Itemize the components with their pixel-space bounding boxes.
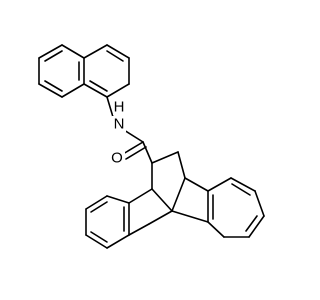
bond-c-o-double bbox=[125, 146, 147, 160]
bridge-group bbox=[151, 151, 186, 212]
bond-n-c bbox=[123, 129, 144, 143]
bond bbox=[151, 151, 179, 164]
bond-c-o bbox=[122, 141, 144, 155]
bond bbox=[83, 83, 108, 98]
nitrogen-label: N bbox=[114, 116, 125, 133]
bond bbox=[171, 210, 209, 223]
bond bbox=[61, 44, 85, 59]
bond-carbonyl-bridge bbox=[142, 141, 153, 164]
bond bbox=[254, 190, 265, 217]
bond bbox=[106, 234, 130, 249]
bond bbox=[85, 195, 108, 210]
structure-canvas: N H O bbox=[38, 44, 265, 249]
bond-double-inner bbox=[245, 215, 258, 232]
bond-double-inner bbox=[89, 80, 108, 92]
bond-double-inner bbox=[44, 50, 63, 62]
bond-double-inner bbox=[90, 231, 108, 243]
naphthalene-group bbox=[38, 44, 130, 98]
molecule-drawing: N H O bbox=[38, 44, 265, 249]
oxygen-label: O bbox=[111, 150, 123, 167]
bond bbox=[85, 234, 108, 249]
bond bbox=[106, 195, 130, 204]
bond bbox=[207, 221, 225, 238]
bond bbox=[38, 83, 63, 98]
right-benzene-ring bbox=[171, 177, 265, 238]
bond bbox=[177, 151, 186, 179]
bond-double-inner bbox=[231, 183, 251, 196]
bond-double-inner bbox=[44, 80, 63, 92]
bond bbox=[106, 83, 130, 98]
bond bbox=[38, 44, 63, 59]
amide-group bbox=[106, 96, 153, 164]
atom-labels: N H O bbox=[110, 99, 126, 167]
bond bbox=[171, 177, 186, 212]
bond bbox=[106, 44, 130, 59]
nitrogen-atom: N bbox=[112, 116, 126, 133]
bond bbox=[207, 177, 232, 192]
bond bbox=[128, 188, 153, 204]
bond bbox=[128, 223, 150, 236]
bond bbox=[83, 44, 108, 59]
oxygen-atom: O bbox=[110, 150, 125, 167]
left-benzene-ring bbox=[85, 188, 173, 249]
bond-double-inner bbox=[106, 50, 124, 62]
hydrogen-label: H bbox=[114, 99, 125, 116]
bond bbox=[248, 215, 265, 238]
hydrogen-atom: H bbox=[113, 99, 126, 116]
bond-double-inner bbox=[90, 201, 108, 213]
bond bbox=[184, 177, 209, 192]
bond bbox=[230, 177, 256, 192]
bond-c-n bbox=[106, 96, 114, 118]
bond bbox=[151, 188, 173, 212]
bond bbox=[61, 83, 85, 98]
bond bbox=[148, 210, 173, 225]
